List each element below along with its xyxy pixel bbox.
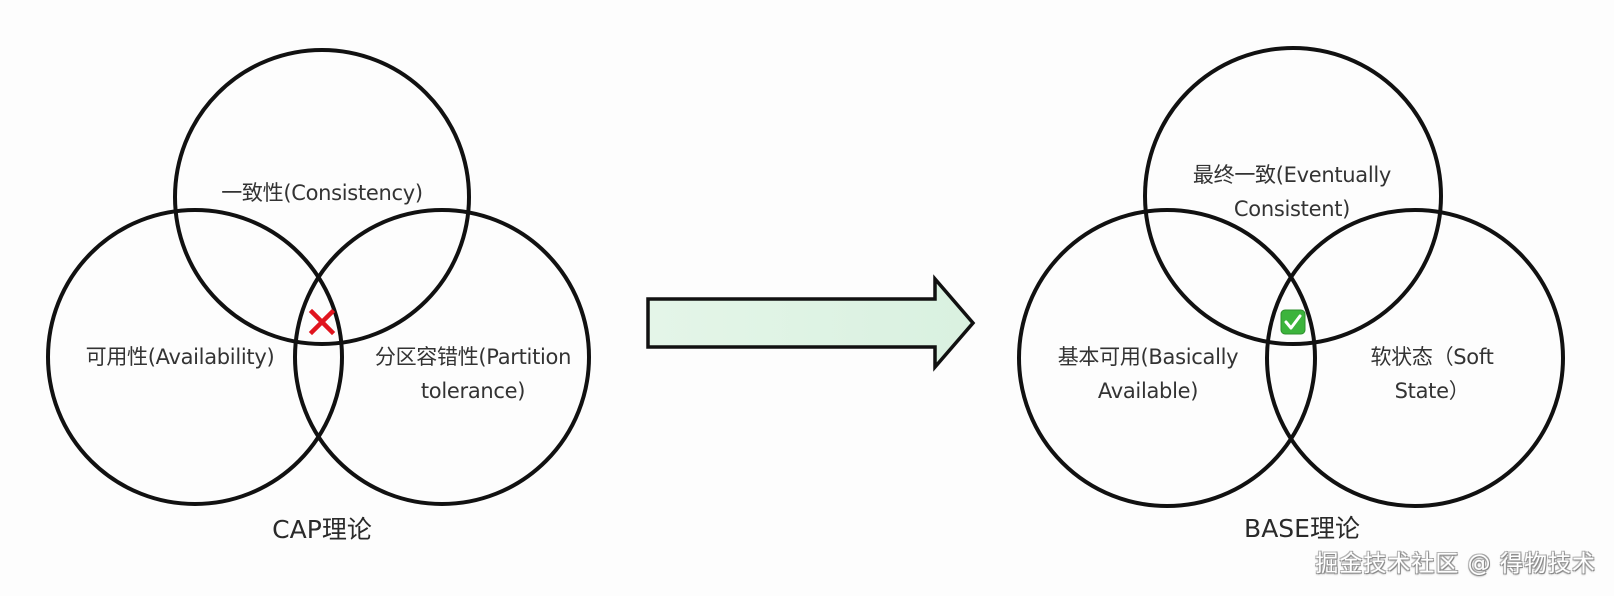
cap-circle-partition <box>293 208 591 506</box>
arrow-right-icon <box>646 274 976 372</box>
base-venn <box>1017 46 1565 508</box>
label-line: 可用性(Availability) <box>85 345 275 369</box>
label-line: tolerance) <box>420 379 526 403</box>
label-line: 基本可用(Basically <box>1057 345 1239 369</box>
cap-label-availability: 可用性(Availability) <box>86 340 275 374</box>
cap-circle-consistency <box>173 48 471 346</box>
cap-venn <box>46 48 591 506</box>
check-icon <box>1280 309 1306 335</box>
base-circle-basically-available <box>1017 208 1317 508</box>
cross-icon <box>308 308 336 336</box>
base-title: BASE理论 <box>1244 514 1360 543</box>
base-label-basically-available: 基本可用(Basically Available) <box>1058 340 1239 408</box>
watermark: 掘金技术社区 @ 得物技术 <box>1315 551 1596 577</box>
label-line: 最终一致(Eventually <box>1192 163 1392 187</box>
cap-circle-availability <box>46 208 344 506</box>
label-line: Available) <box>1097 379 1199 403</box>
label-line: 分区容错性(Partition <box>374 345 572 369</box>
base-circle-eventually-consistent <box>1143 46 1443 346</box>
base-circle-soft-state <box>1265 208 1565 508</box>
label-line: Consistent) <box>1233 197 1351 221</box>
label-line: 一致性(Consistency) <box>221 181 423 205</box>
label-line: 软状态（Soft <box>1370 345 1494 369</box>
cap-label-consistency: 一致性(Consistency) <box>221 176 423 210</box>
base-label-soft-state: 软状态（Soft State） <box>1370 340 1493 408</box>
cap-label-partition: 分区容错性(Partition tolerance) <box>374 340 572 408</box>
base-label-eventually-consistent: 最终一致(Eventually Consistent) <box>1193 158 1391 226</box>
label-line: State） <box>1394 379 1470 403</box>
cap-title: CAP理论 <box>272 515 372 544</box>
